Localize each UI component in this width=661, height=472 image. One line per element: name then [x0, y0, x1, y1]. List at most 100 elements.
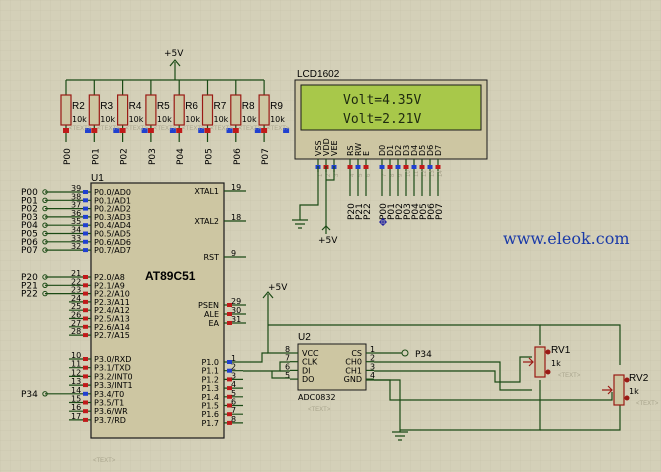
mcu-pin-marker	[227, 412, 232, 417]
resistor-pin-marker-blue	[198, 128, 205, 133]
pot-rv2[interactable]: RV2 1k <TEXT>	[602, 373, 659, 407]
mcu-pin-number: 37	[71, 201, 81, 210]
resistor-value: 10k	[72, 115, 87, 124]
lcd-data-net: P05	[419, 203, 429, 220]
lcd-line1: Volt=4.35V	[343, 93, 421, 108]
resistor-net-label: P06	[233, 148, 243, 165]
mcu-name: AT89C51	[145, 269, 196, 283]
lcd-ground-icon	[292, 219, 308, 229]
di-do-wire	[271, 370, 290, 379]
resistor-pin-marker-blue	[283, 128, 290, 133]
lcd-pin-number: 11	[414, 170, 420, 177]
mcu-pin-marker	[227, 386, 232, 391]
mcu-net-terminal-icon	[42, 189, 48, 195]
adc-pin-name: CH1	[345, 366, 362, 375]
adc-body	[297, 343, 367, 391]
mcu-pin-name: P2.6/A14	[94, 323, 130, 332]
mcu-pin-number: 21	[71, 269, 81, 278]
resistor-ref: R9	[270, 101, 283, 112]
lcd-vdd-arrow-icon	[321, 225, 331, 231]
adc-pin-number: 4	[370, 371, 375, 380]
resistor-ref: R6	[185, 101, 198, 112]
resistor-pin-marker	[119, 128, 126, 133]
lcd-pin-number: 3	[334, 173, 340, 177]
mcu-pin-name: P1.7	[201, 419, 219, 428]
mcu-net-terminal-icon	[42, 282, 48, 288]
resistor-value: 10k	[100, 115, 115, 124]
mcu-pin-name: P0.5/AD5	[94, 230, 131, 239]
lcd-data-net: P00	[379, 203, 389, 220]
mcu-pin-name: P1.4	[201, 393, 219, 402]
mcu-pin-number: 17	[71, 412, 81, 421]
resistor-net-label: P04	[176, 148, 186, 165]
mcu-pin-number: 26	[71, 311, 81, 320]
resistor-ghost-text: <TEXT>	[126, 126, 149, 132]
mcu-net-label: P07	[21, 246, 38, 256]
mcu-pin-marker	[83, 409, 88, 414]
mcu-net-label: P06	[21, 238, 38, 248]
mcu-pin-number: 11	[71, 360, 81, 369]
mcu-pin-name: P0.7/AD7	[94, 246, 131, 255]
mcu-pin-name: P3.2/INT0	[94, 372, 133, 381]
adc-pin-name: DO	[302, 375, 314, 384]
mcu-pin-name: P3.3/INT1	[94, 381, 133, 390]
resistor-pin-marker	[147, 128, 154, 133]
lcd-pin-name: D4	[410, 145, 419, 156]
mcu-pin-name: P3.7/RD	[94, 416, 126, 425]
mcu-pin-name: P0.1/AD1	[94, 196, 131, 205]
adc-pin-number: 1	[370, 345, 375, 354]
mcu-pin-name: P1.2	[201, 375, 219, 384]
mcu-net-terminal-icon	[42, 214, 48, 220]
mcu-pin-number: 33	[71, 234, 81, 243]
lcd-line2: Volt=2.21V	[343, 112, 421, 127]
mcu-pin-number: 4	[231, 380, 236, 389]
lcd-pin-name: D5	[418, 145, 427, 156]
adc-pin-number: 6	[285, 362, 290, 371]
p10-wire	[243, 352, 268, 363]
lcd-data-net: P06	[427, 203, 437, 220]
resistor-ghost-text: <TEXT>	[182, 126, 205, 132]
p34-terminal-icon	[401, 349, 409, 357]
mcu-pin-number: 27	[71, 319, 81, 328]
mcu-pin-name: P0.3/AD3	[94, 213, 131, 222]
mcu-pin-name: P3.5/T1	[94, 399, 124, 408]
resistor-ghost-text: <TEXT>	[69, 126, 92, 132]
mcu-pin-number: 12	[71, 368, 81, 377]
mcu-pin-name: P3.6/WR	[94, 407, 128, 416]
resistor-body	[60, 94, 72, 126]
adc-pin-number: 2	[370, 354, 375, 363]
resistor-ref: R5	[157, 101, 170, 112]
mcu-pin-name: P2.3/A11	[94, 298, 130, 307]
pot-rv1[interactable]: RV1 1k <TEXT>	[523, 345, 581, 379]
resistor-net-label: P03	[148, 148, 158, 165]
rv1-ghost-text: <TEXT>	[558, 373, 581, 379]
mcu-pin-marker	[83, 324, 88, 329]
resistor-body	[258, 94, 270, 126]
lcd-pin-name: D3	[402, 145, 411, 156]
resistor-value: 10k	[185, 115, 200, 124]
mcu-pin-name: P2.0/A8	[94, 273, 125, 282]
rv2-wiper-icon	[602, 385, 613, 395]
lcd1602[interactable]: LCD1602 <TEXT> Volt=4.35V Volt=2.21V VSS…	[292, 69, 488, 246]
resistor-ref: R3	[100, 101, 113, 112]
mcu-pin-number: 8	[231, 415, 236, 424]
lcd-pin-marker	[435, 165, 441, 169]
adc-ghost-text: <TEXT>	[308, 407, 331, 413]
resistor-ref: R7	[214, 101, 227, 112]
lcd-pin-number: 2	[326, 173, 332, 177]
mcu-pin-marker	[83, 248, 88, 253]
resistor-net-label: P00	[63, 148, 73, 165]
resistor-body	[201, 94, 214, 126]
mcu-pin-name: P1.3	[201, 384, 219, 393]
mcu-pin-number: 38	[71, 192, 81, 201]
lcd-pin-marker	[403, 165, 409, 169]
lcd-vee-wire	[326, 166, 335, 181]
mcu-ref: U1	[91, 173, 104, 184]
vcc-arrow-icon	[169, 59, 181, 67]
mcu-pin-number: 28	[71, 327, 81, 336]
mcu-pin-number: 34	[71, 226, 81, 235]
mcu-pin-marker	[83, 316, 88, 321]
mcu-pin-name: PSEN	[198, 301, 219, 310]
